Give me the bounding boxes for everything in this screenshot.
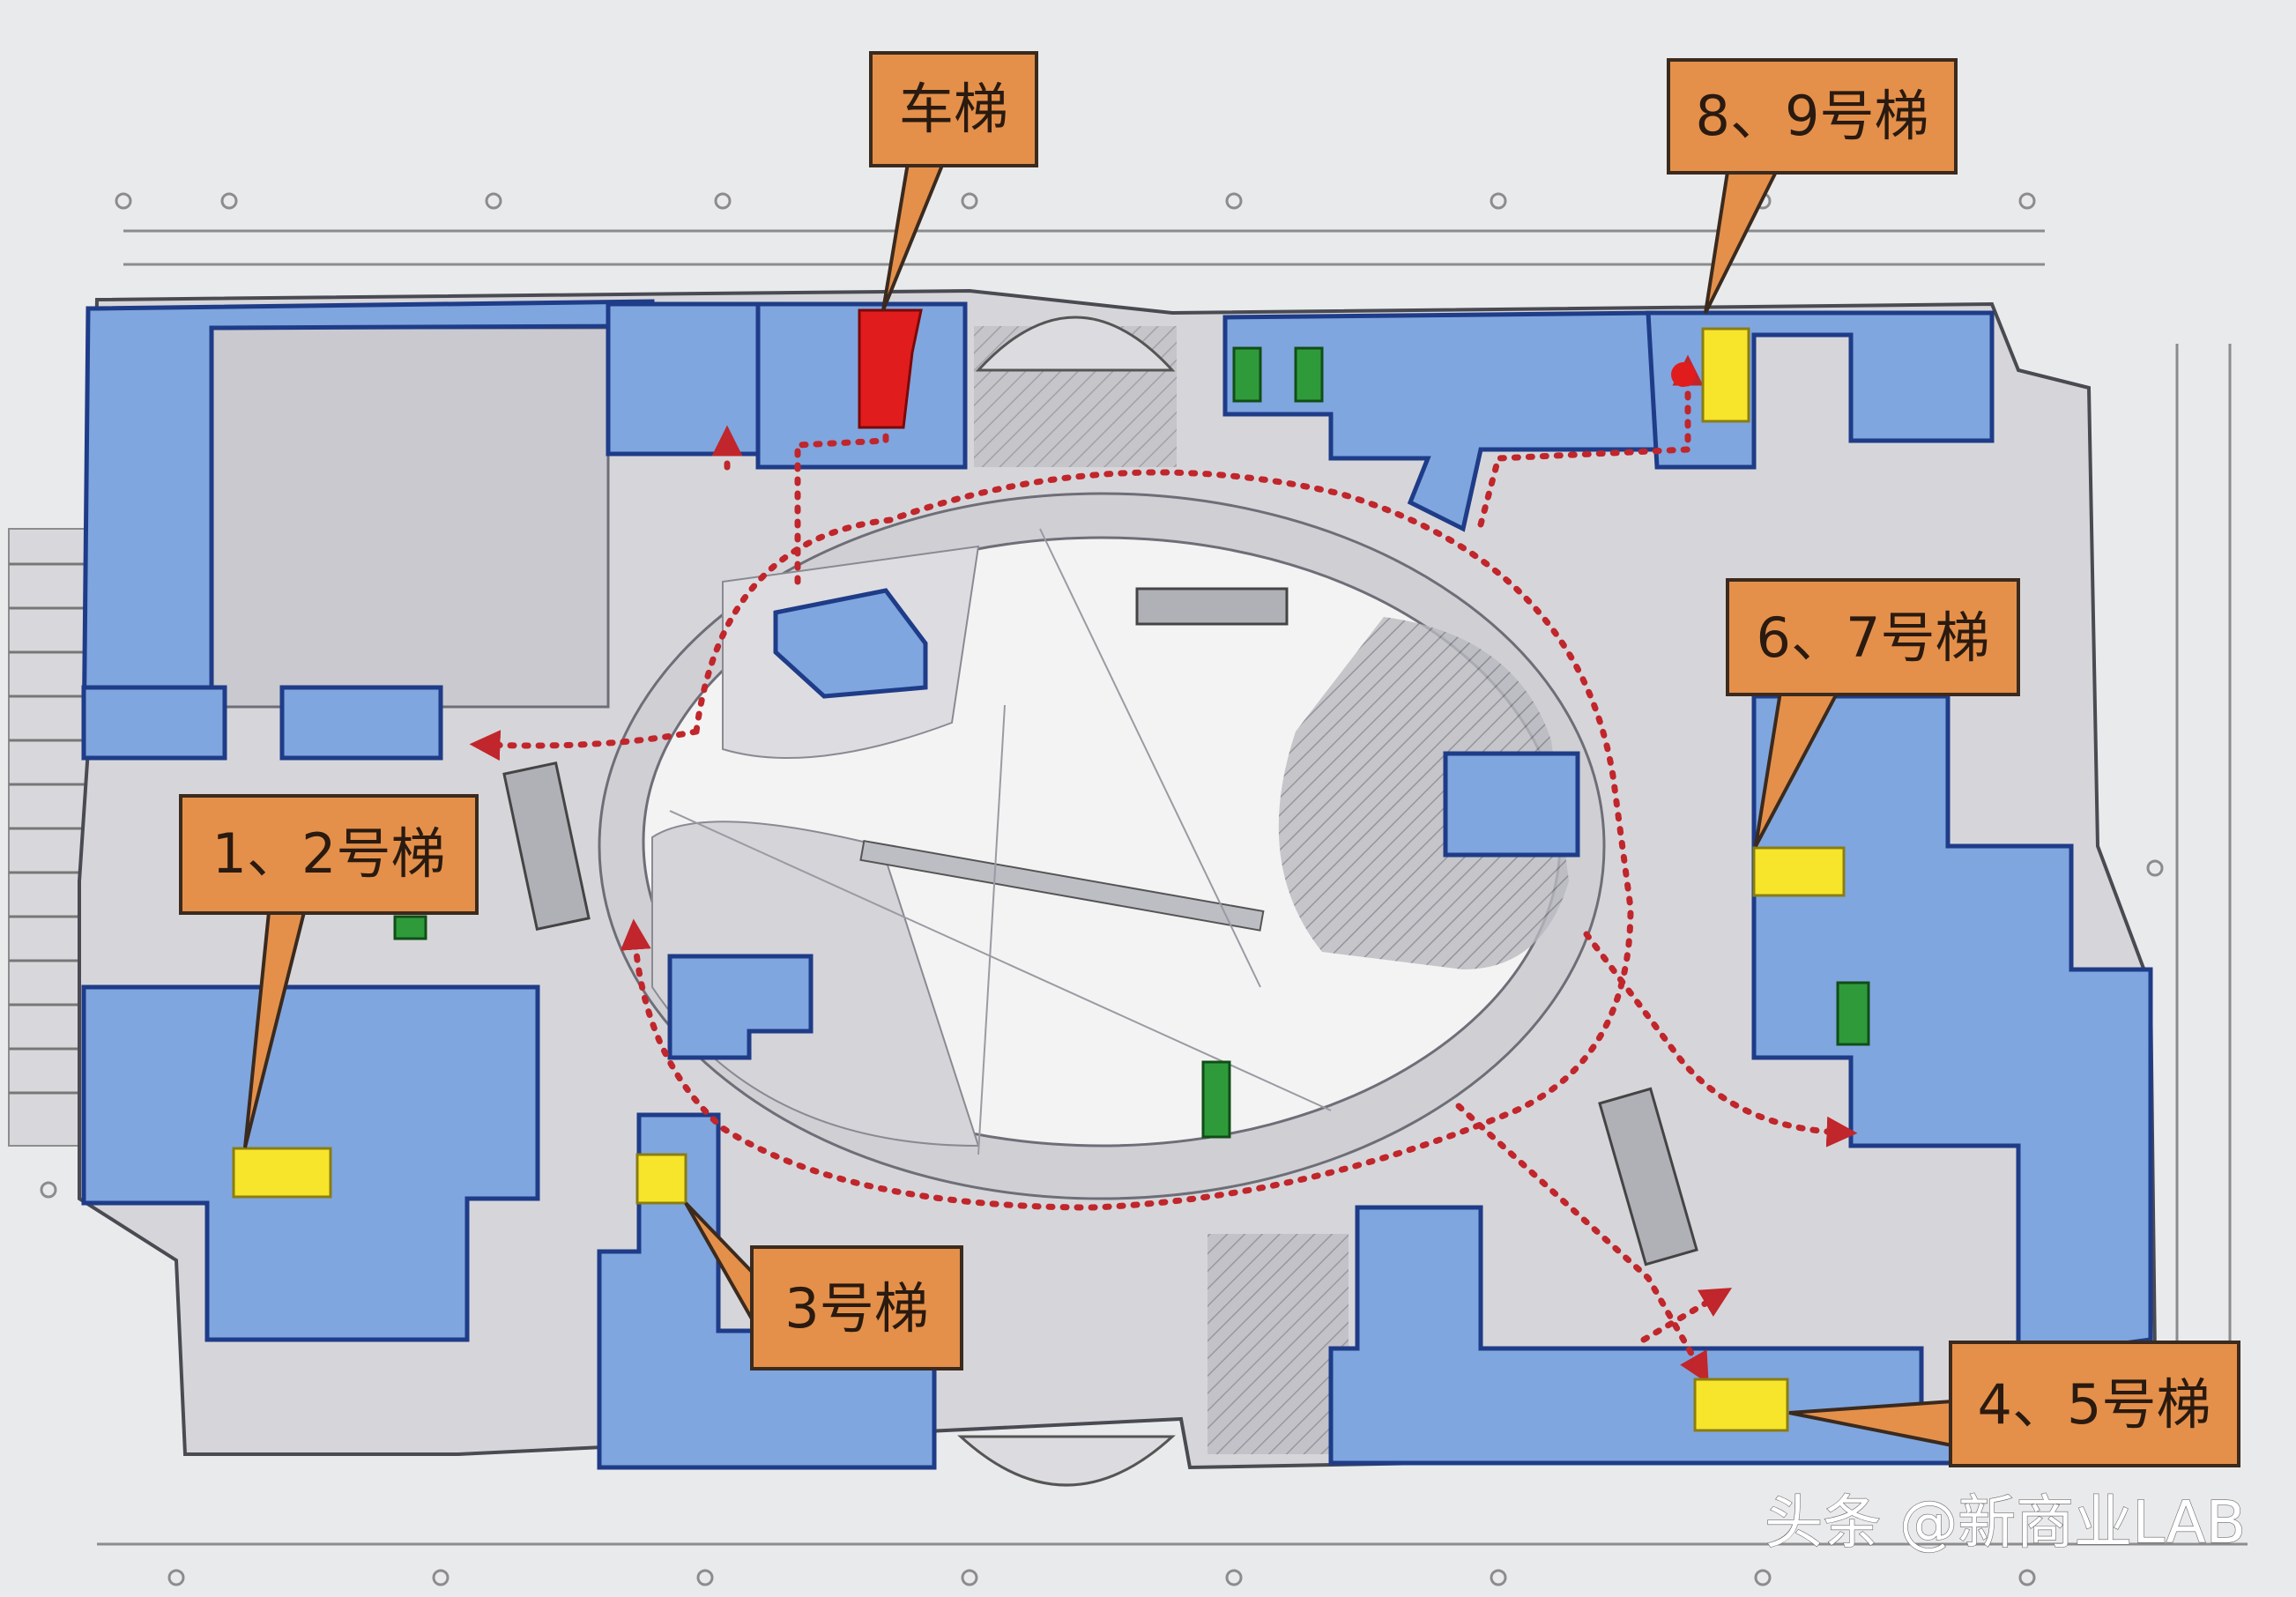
- callout-elevator-8-9-label: 8、9号梯: [1696, 84, 1929, 148]
- core-west-a: [81, 685, 227, 761]
- callout-car-elevator-label: 车梯: [899, 77, 1008, 141]
- green-door-2: [1294, 346, 1324, 403]
- callout-elevator-3: 3号梯: [684, 1201, 963, 1370]
- grid-markers: [40, 192, 2164, 1586]
- escalator-southeast: [1598, 1087, 1698, 1266]
- green-door-3: [1201, 1060, 1231, 1139]
- core-atrium-nw: [773, 588, 928, 699]
- callout-car-elevator: 车梯: [869, 51, 1038, 311]
- core-atrium-e: [1443, 751, 1580, 858]
- route-se-return: [1640, 1288, 1733, 1343]
- watermark: 头条 @新商业LAB: [1765, 1489, 2246, 1556]
- elevator-6-7-marker: [1752, 846, 1846, 897]
- green-door-4: [1836, 981, 1870, 1046]
- route-east-branch: [1583, 931, 1858, 1148]
- atrium-hatched-east: [1278, 617, 1569, 969]
- core-west-b: [279, 685, 443, 761]
- elevator-8-9-marker: [1701, 327, 1750, 423]
- elevator-4-5-marker: [1693, 1378, 1789, 1432]
- elevator-1-2-marker: [232, 1147, 332, 1199]
- core-atrium-sw: [667, 954, 814, 1060]
- escalator-west: [502, 761, 591, 932]
- callout-elevator-1-2: 1、2号梯: [179, 794, 479, 1148]
- callout-elevator-6-7: 6、7号梯: [1726, 578, 2020, 847]
- north-drum: [975, 316, 1176, 372]
- service-cores: [81, 299, 2153, 1470]
- atrium-bridge: [859, 839, 1265, 932]
- callout-elevator-4-5: 4、5号梯: [1788, 1341, 2240, 1467]
- route-ring: [620, 469, 1634, 1211]
- hatched-zone-south: [1207, 1234, 1349, 1454]
- green-doors: [393, 346, 1870, 1139]
- car-elevator-marker: [858, 308, 923, 429]
- green-door-5: [393, 915, 427, 940]
- green-door-1: [1232, 346, 1262, 403]
- callout-elevator-4-5-label: 4、5号梯: [1978, 1372, 2211, 1437]
- elevator-3-marker: [635, 1153, 687, 1205]
- core-east: [1751, 694, 2153, 1360]
- escalator-north: [1135, 587, 1289, 626]
- route-arrows: [469, 315, 1858, 1385]
- route-southeast-branch: [1455, 1103, 1709, 1385]
- west-stair-ramp: [8, 528, 89, 1147]
- route-node-marker: [1671, 362, 1696, 387]
- callout-elevator-3-label: 3号梯: [784, 1276, 928, 1341]
- callout-elevator-6-7-label: 6、7号梯: [1757, 605, 1990, 670]
- callout-elevator-1-2-label: 1、2号梯: [212, 821, 446, 886]
- route-west-branch: [469, 728, 700, 761]
- route-northeast-branch: [1477, 354, 1704, 528]
- south-drum: [957, 1435, 1176, 1487]
- callout-elevator-8-9: 8、9号梯: [1667, 58, 1958, 314]
- elevator-markers: [232, 327, 1846, 1432]
- atrium-guide-lines: [669, 528, 1332, 1155]
